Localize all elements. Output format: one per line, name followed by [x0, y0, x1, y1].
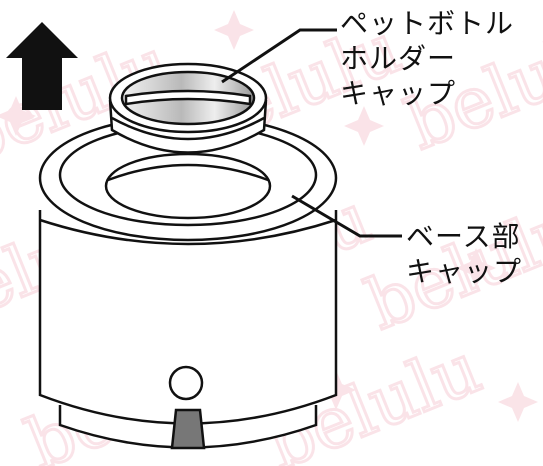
- cap-ridge: [111, 116, 265, 141]
- base-cap-opening: [104, 152, 272, 220]
- label-bottle-holder-cap-line-2: ホルダー: [340, 42, 457, 75]
- label-base-cap-line-2: キャップ: [406, 255, 523, 288]
- valve-button: [168, 365, 204, 401]
- bottle-holder-cap: [108, 62, 268, 154]
- cap-grip-bar: [124, 89, 252, 106]
- label-bottle-holder-cap: ペットボトル ホルダー キャップ: [340, 6, 514, 111]
- spout: [170, 408, 206, 450]
- up-arrow-icon: [6, 22, 78, 110]
- leader-line-base-cap: [291, 194, 402, 238]
- label-bottle-holder-cap-line-3: キャップ: [340, 77, 457, 110]
- leader-line-bottle-holder-cap: [221, 28, 337, 84]
- base-band-line: [39, 218, 337, 246]
- label-base-cap: ベース部 キャップ: [406, 219, 522, 289]
- label-bottle-holder-cap-line-1: ペットボトル: [340, 7, 515, 40]
- base-cap-opening-inner-edge: [107, 163, 269, 182]
- label-base-cap-line-1: ベース部: [406, 220, 521, 253]
